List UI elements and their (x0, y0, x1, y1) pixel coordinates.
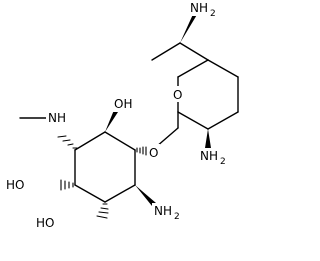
label-glycosidic-oxygen: O (148, 144, 160, 160)
bond-o-c6 (177, 59, 209, 78)
svg-text:NH: NH (190, 1, 208, 15)
wedge-to-oh-top (105, 110, 118, 132)
label-hydroxyl-bottom: HO (34, 215, 60, 231)
hash-to-ho-bottom (96, 203, 109, 219)
label-ring-oxygen: O (172, 86, 184, 102)
bond-r3-r4 (104, 184, 136, 203)
wedge-to-amine-top (180, 12, 198, 43)
bond-r1-r2 (104, 131, 136, 151)
molecule-canvas: NH 2 O NH 2 O NH OH HO HO NH 2 (4, 0, 239, 231)
svg-text:HO: HO (6, 178, 24, 192)
hash-to-ho-left (60, 179, 74, 191)
hash-to-glycosidic-o (136, 145, 150, 157)
bond-c6-c5 (207, 59, 239, 78)
bond-cside-methyl (151, 42, 181, 61)
bond-c4-c3 (207, 111, 239, 130)
svg-text:NH: NH (154, 204, 172, 218)
svg-text:NH: NH (48, 111, 66, 125)
bond-c3-c2 (177, 111, 209, 130)
svg-text:2: 2 (174, 212, 180, 222)
label-amine-bottom: NH 2 (152, 203, 180, 222)
pyran-ring-bonds (177, 59, 239, 130)
bond-r4-r5 (74, 184, 106, 203)
wedge-to-amine-right (205, 129, 211, 148)
bond-anomeric-o (155, 127, 179, 148)
label-amine-right: NH 2 (198, 148, 226, 167)
label-hydroxyl-left: HO (4, 177, 30, 193)
substituent-bonds (19, 110, 156, 219)
bond-c6-cside (179, 42, 209, 61)
svg-text:2: 2 (210, 9, 216, 19)
svg-text:NH: NH (200, 149, 218, 163)
svg-text:O: O (173, 88, 182, 102)
bond-r6-r1 (74, 131, 106, 151)
svg-text:HO: HO (36, 216, 54, 230)
svg-text:OH: OH (114, 97, 132, 111)
side-chain-bonds (151, 12, 209, 61)
label-hydroxyl-top: OH (112, 96, 134, 112)
wedge-to-amine-bottom (135, 185, 156, 206)
glycosidic-bonds (155, 111, 211, 148)
svg-text:2: 2 (220, 157, 226, 167)
label-methylamine: NH (46, 110, 66, 126)
label-amine-top: NH 2 (188, 0, 216, 19)
structure-diagram: NH 2 O NH 2 O NH OH HO HO NH 2 (4, 0, 239, 231)
svg-text:O: O (149, 146, 158, 160)
cyclohexane-ring-bonds (74, 131, 136, 203)
hash-to-methylamine (57, 135, 78, 149)
